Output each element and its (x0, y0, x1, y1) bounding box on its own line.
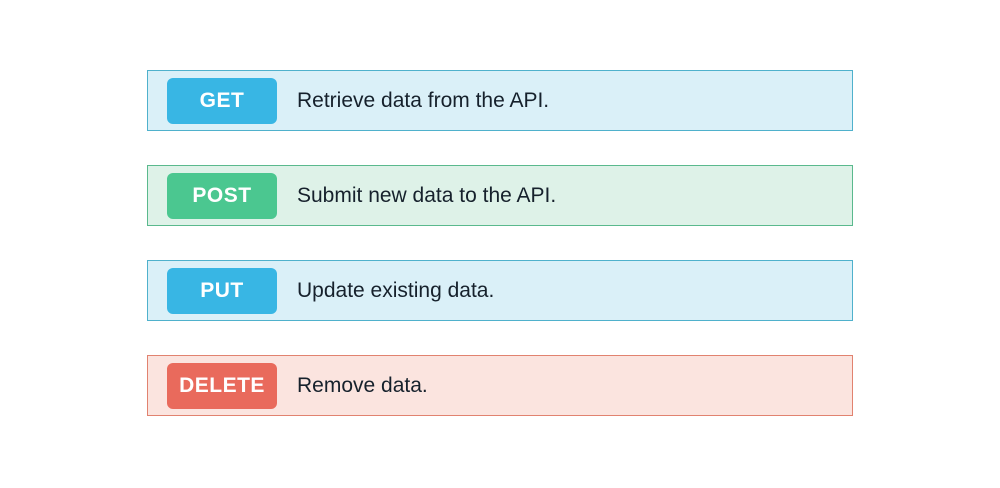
method-card-post: POST Submit new data to the API. (147, 165, 853, 226)
get-method-badge: GET (167, 77, 277, 124)
api-methods-list: GET Retrieve data from the API. POST Sub… (147, 70, 853, 416)
put-method-badge: PUT (167, 267, 277, 314)
put-method-description: Update existing data. (297, 278, 495, 302)
method-card-delete: DELETE Remove data. (147, 355, 853, 416)
method-card-put: PUT Update existing data. (147, 260, 853, 321)
post-method-description: Submit new data to the API. (297, 183, 557, 207)
get-method-description: Retrieve data from the API. (297, 88, 550, 112)
post-method-badge: POST (167, 172, 277, 219)
delete-method-badge: DELETE (167, 362, 277, 409)
delete-method-description: Remove data. (297, 373, 428, 397)
method-card-get: GET Retrieve data from the API. (147, 70, 853, 131)
